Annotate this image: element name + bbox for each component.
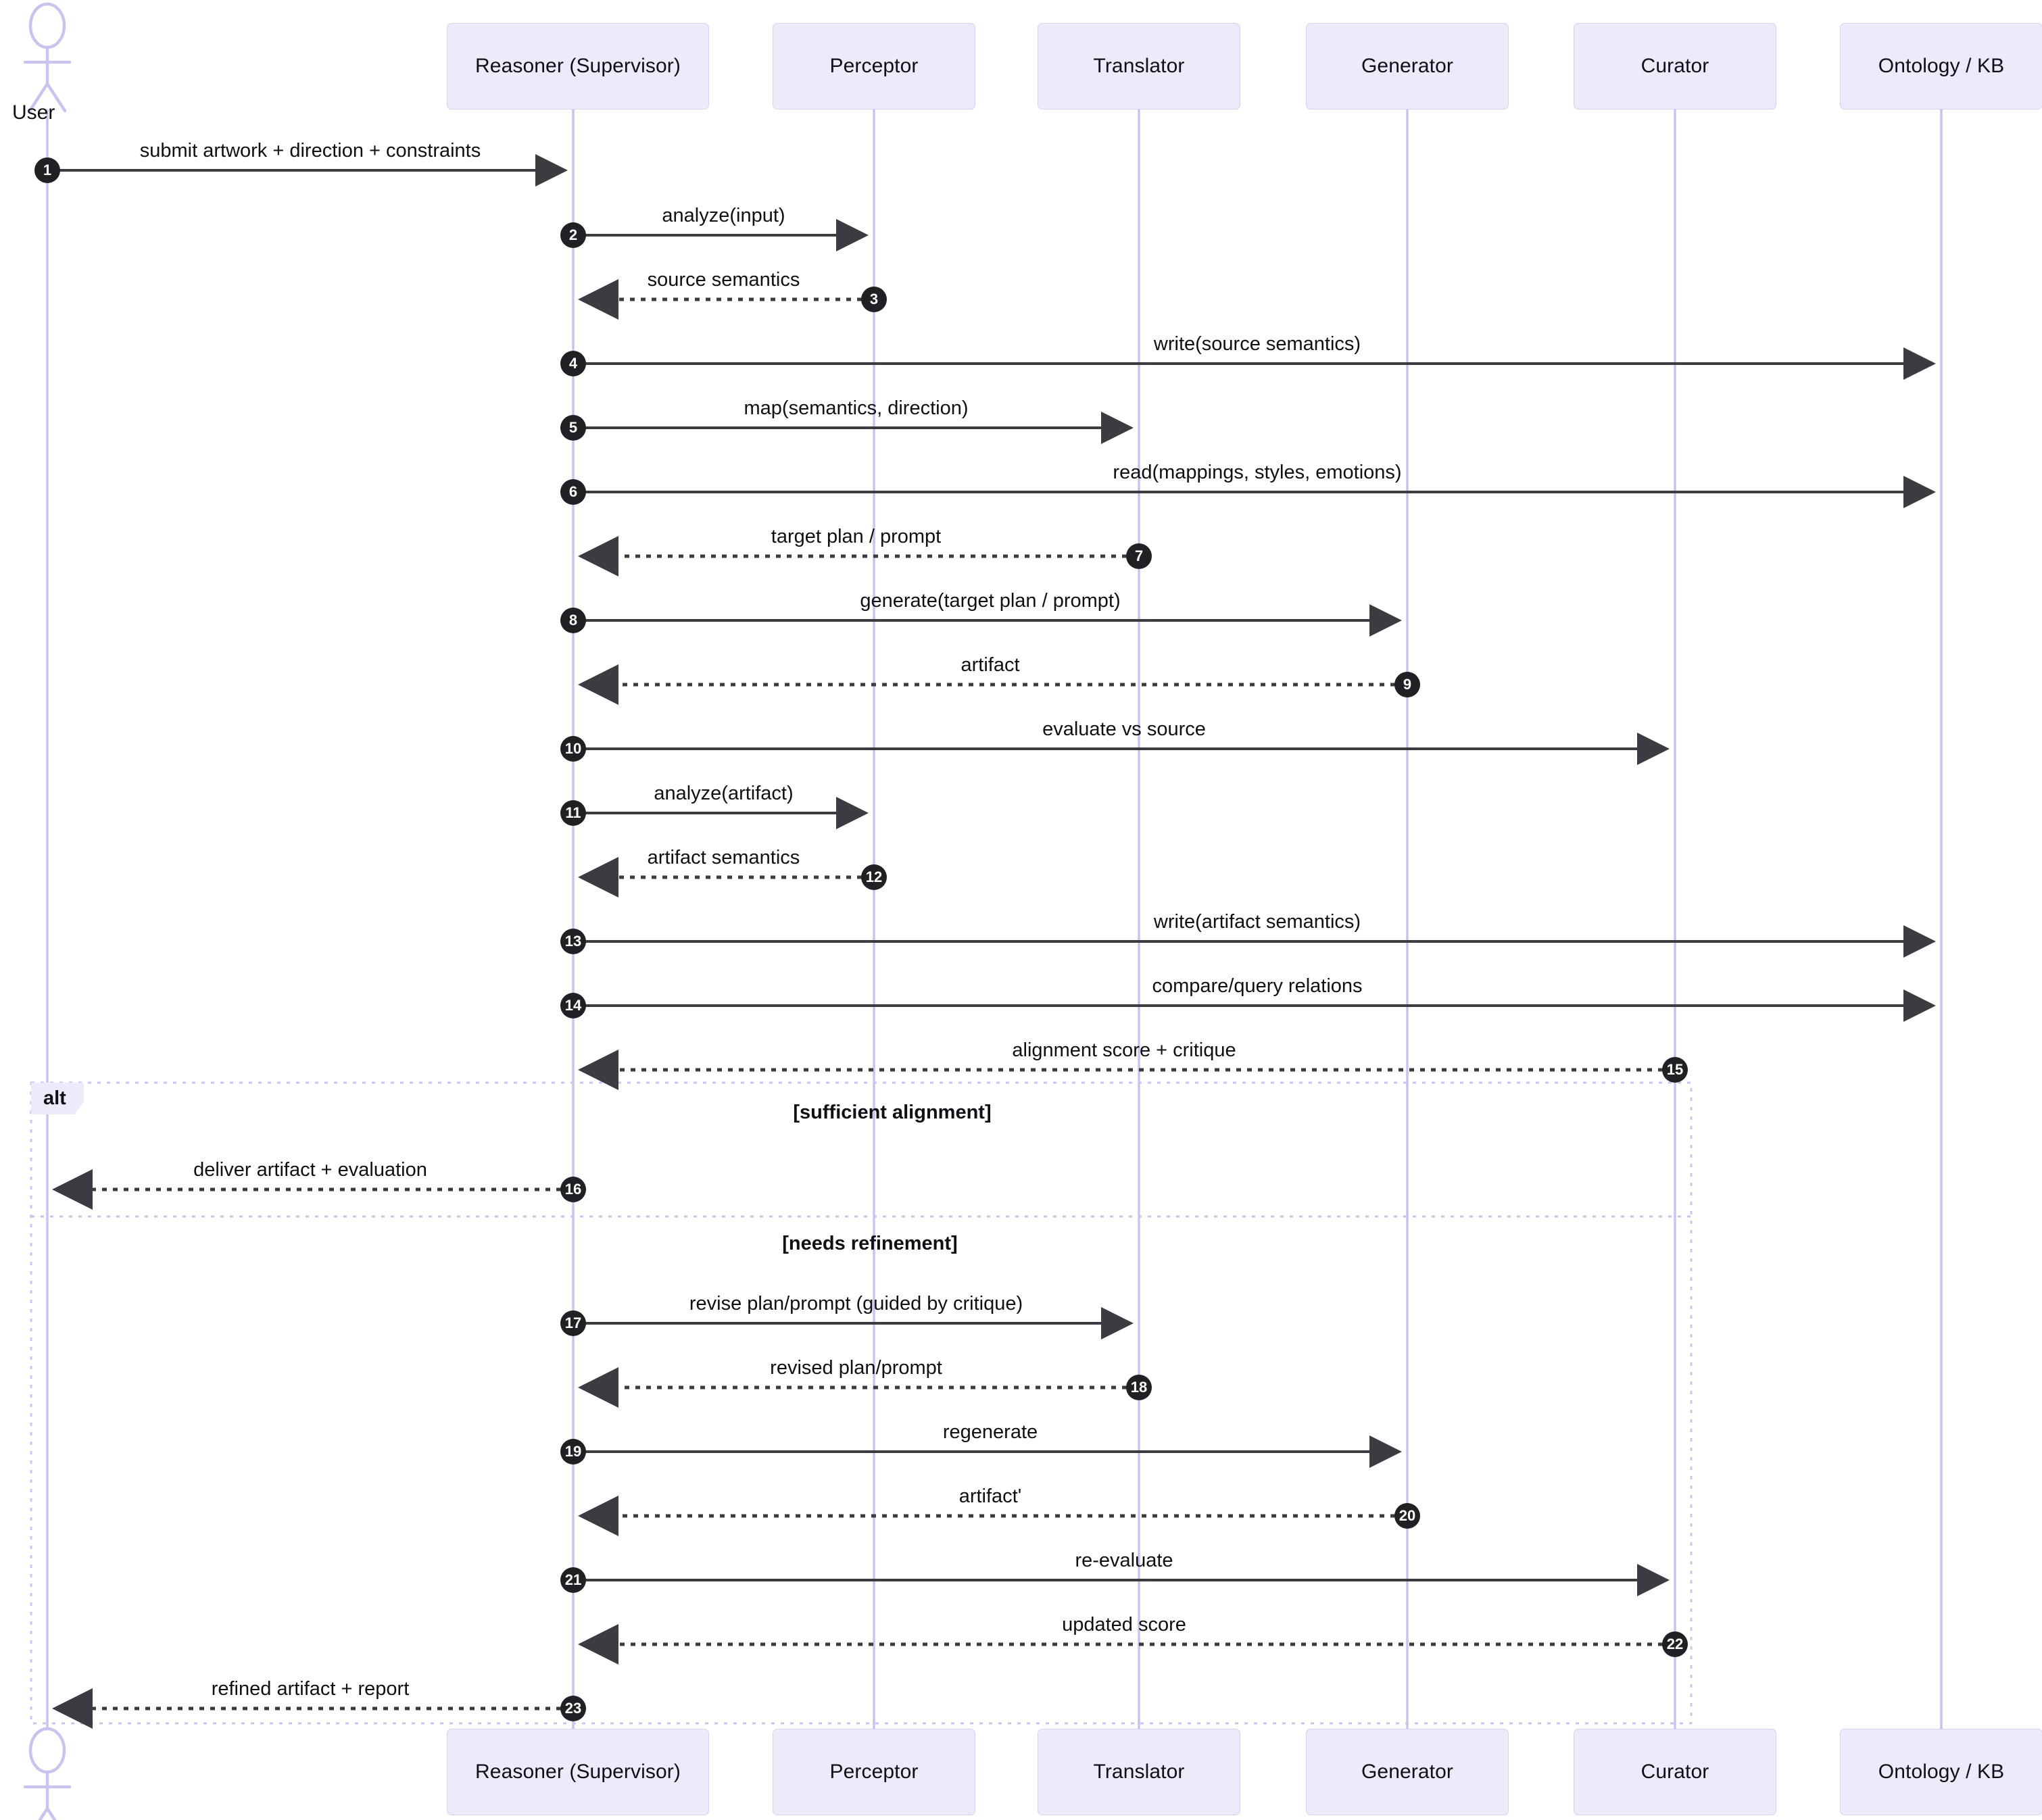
sequence-number-6: 6 [560, 479, 586, 505]
message-label-10: evaluate vs source [1042, 718, 1206, 740]
messages-group [49, 154, 1936, 1729]
participant-label-translator-bottom: Translator [1093, 1760, 1185, 1783]
participant-reasoner-bottom[interactable]: Reasoner (Supervisor) [447, 1729, 709, 1815]
message-label-11: analyze(artifact) [654, 783, 794, 804]
participant-perceptor-top[interactable]: Perceptor [773, 23, 975, 109]
participant-reasoner-top[interactable]: Reasoner (Supervisor) [447, 23, 709, 109]
participant-label-curator-top: Curator [1640, 54, 1709, 77]
participant-label-perceptor-top: Perceptor [829, 54, 919, 77]
actor-user-top [23, 2, 72, 113]
sequence-number-18: 18 [1126, 1375, 1152, 1400]
sequence-number-1: 1 [34, 157, 60, 183]
sequence-number-7: 7 [1126, 543, 1152, 569]
sequence-number-3: 3 [861, 287, 887, 312]
message-label-7: target plan / prompt [771, 526, 942, 547]
message-label-15: alignment score + critique [1012, 1039, 1236, 1061]
message-label-16: deliver artifact + evaluation [193, 1159, 427, 1181]
participant-label-reasoner-top: Reasoner (Supervisor) [475, 54, 681, 77]
actor-glyphs-group [23, 2, 72, 1820]
sequence-number-16: 16 [560, 1177, 586, 1202]
actor-label-top: User [12, 101, 55, 124]
sequence-number-22: 22 [1662, 1631, 1688, 1657]
participant-label-curator-bottom: Curator [1640, 1760, 1709, 1783]
actor-user-bottom-leg-r [45, 1806, 57, 1820]
message-label-5: map(semantics, direction) [744, 397, 969, 419]
participant-label-ontology-bottom: Ontology / KB [1878, 1760, 2005, 1783]
message-label-14: compare/query relations [1152, 975, 1363, 997]
participant-label-reasoner-bottom: Reasoner (Supervisor) [475, 1760, 681, 1783]
message-label-9: artifact [961, 654, 1020, 676]
participant-label-ontology-top: Ontology / KB [1878, 54, 2005, 77]
message-label-17: revise plan/prompt (guided by critique) [689, 1293, 1023, 1314]
message-label-4: write(source semantics) [1153, 333, 1361, 355]
lifelines-group [46, 109, 1943, 1729]
sequence-number-11: 11 [560, 800, 586, 826]
actor-user-top-leg-r [45, 82, 67, 113]
sequence-number-12: 12 [861, 864, 887, 890]
message-label-18: revised plan/prompt [770, 1357, 942, 1379]
alt-condition-2: [needs refinement] [782, 1233, 958, 1254]
sequence-number-15: 15 [1662, 1057, 1688, 1083]
sequence-number-13: 13 [560, 929, 586, 954]
sequence-number-23: 23 [560, 1696, 586, 1721]
participant-perceptor-bottom[interactable]: Perceptor [773, 1729, 975, 1815]
message-label-1: submit artwork + direction + constraints [139, 140, 481, 162]
message-label-12: artifact semantics [647, 847, 800, 868]
sequence-number-5: 5 [560, 415, 586, 441]
participant-generator-top[interactable]: Generator [1306, 23, 1509, 109]
participant-label-generator-bottom: Generator [1361, 1760, 1453, 1783]
sequence-number-19: 19 [560, 1439, 586, 1465]
sequence-number-8: 8 [560, 608, 586, 633]
participant-generator-bottom[interactable]: Generator [1306, 1729, 1509, 1815]
participant-ontology-top[interactable]: Ontology / KB [1840, 23, 2042, 109]
participant-ontology-bottom[interactable]: Ontology / KB [1840, 1729, 2042, 1815]
participant-curator-top[interactable]: Curator [1574, 23, 1776, 109]
participant-label-translator-top: Translator [1093, 54, 1185, 77]
alt-fragment-border [30, 1081, 1693, 1725]
message-label-21: re-evaluate [1075, 1550, 1173, 1571]
participant-translator-top[interactable]: Translator [1038, 23, 1240, 109]
sequence-number-21: 21 [560, 1567, 586, 1593]
sequence-number-4: 4 [560, 351, 586, 376]
participant-label-perceptor-bottom: Perceptor [829, 1760, 919, 1783]
message-label-6: read(mappings, styles, emotions) [1113, 462, 1402, 483]
message-label-23: refined artifact + report [211, 1678, 410, 1700]
message-label-2: analyze(input) [662, 205, 785, 226]
sequence-number-2: 2 [560, 222, 586, 248]
message-label-8: generate(target plan / prompt) [860, 590, 1121, 612]
sequence-number-14: 14 [560, 993, 586, 1018]
message-label-3: source semantics [647, 269, 800, 291]
actor-user-bottom-leg-l [38, 1806, 49, 1820]
alt-fragment-frame [30, 1081, 1693, 1725]
alt-condition-1: [sufficient alignment] [793, 1102, 992, 1123]
participant-translator-bottom[interactable]: Translator [1038, 1729, 1240, 1815]
alt-operator-tag: alt [31, 1083, 84, 1114]
message-label-13: write(artifact semantics) [1153, 911, 1361, 933]
participant-curator-bottom[interactable]: Curator [1574, 1729, 1776, 1815]
message-label-20: artifact' [958, 1485, 1022, 1507]
participant-label-generator-top: Generator [1361, 54, 1453, 77]
sequence-number-20: 20 [1394, 1503, 1420, 1529]
message-label-22: updated score [1062, 1614, 1186, 1635]
sequence-number-9: 9 [1394, 672, 1420, 697]
sequence-number-17: 17 [560, 1310, 586, 1336]
actor-user-top-leg-l [28, 82, 49, 113]
message-label-19: regenerate [942, 1421, 1038, 1443]
actor-user-bottom [23, 1727, 72, 1820]
sequence-number-10: 10 [560, 736, 586, 762]
